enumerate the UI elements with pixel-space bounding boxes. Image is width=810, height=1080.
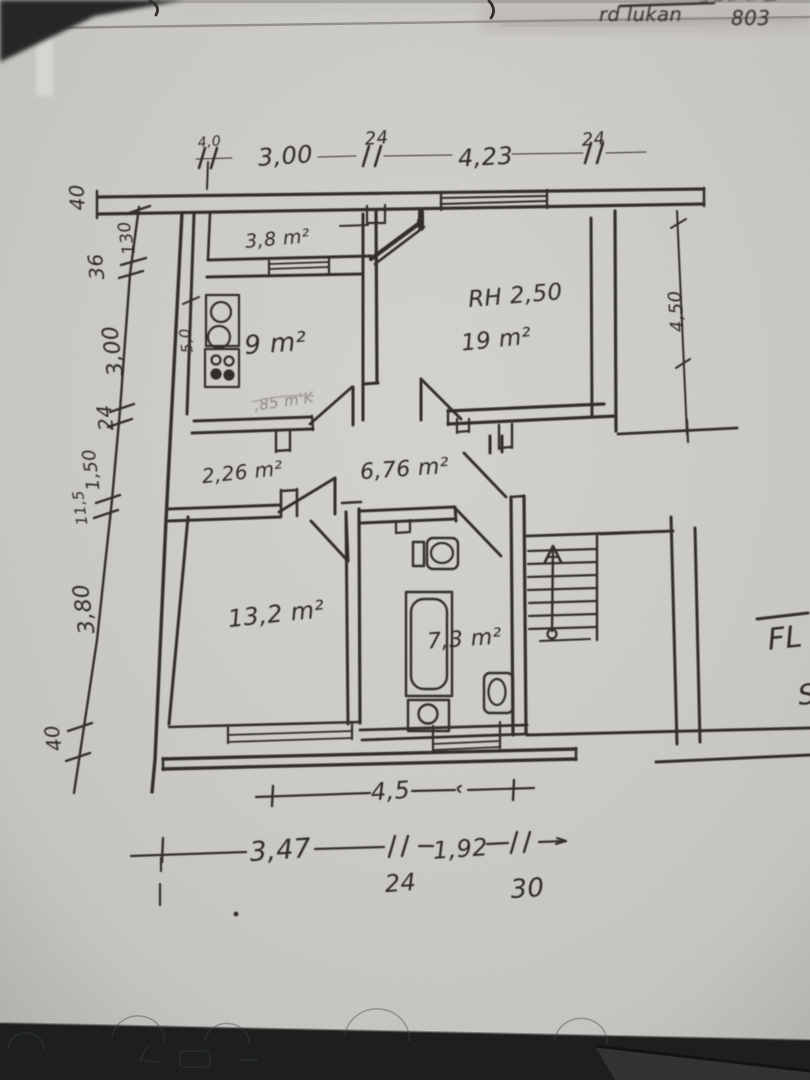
dim-label: 24 — [364, 127, 389, 150]
dim-chain-right — [670, 210, 691, 435]
wall-living-south — [419, 377, 618, 451]
sink-bowl-icon — [209, 300, 233, 324]
table-surface-bottom — [0, 1008, 810, 1080]
dim-label: 40 — [39, 723, 67, 753]
keyboard-embossing — [7, 1008, 608, 1068]
bathtub-inner — [409, 597, 449, 691]
kitchen-sink-unit — [204, 293, 241, 348]
kitchen-fixtures — [203, 293, 241, 389]
room-label-kitchen: 9 m² — [243, 327, 307, 361]
photo-top-edge — [160, 0, 810, 3]
wall-living-east — [589, 209, 618, 433]
stairs-direction-arrow — [543, 544, 563, 640]
wall-kitchen-south — [190, 385, 355, 435]
table-edge — [595, 1046, 810, 1080]
dim-label: 3,00 — [257, 140, 314, 172]
window-storage — [267, 257, 331, 278]
toilet — [482, 671, 515, 715]
dim-label: 1,92 — [432, 833, 489, 865]
dim-label: 40 — [64, 184, 89, 211]
room-label-bathroom: 7,3 m² — [426, 624, 502, 654]
washing-machine — [406, 698, 451, 733]
pencil-scribble: ,85 m'K — [251, 388, 316, 415]
plan-labels: 4,0 3,00 24 4,23 24 40 130 36 3,00 24 1,… — [39, 127, 810, 905]
toilet-bowl — [487, 677, 507, 707]
pen-marks — [148, 0, 495, 20]
washbasin-bowl — [429, 541, 455, 565]
sheet-number: 803 — [731, 6, 770, 30]
door-bathroom — [454, 507, 503, 558]
dim-label: 36 — [83, 252, 109, 280]
door-corridor — [462, 451, 508, 499]
bathroom-fixtures — [404, 536, 515, 733]
burner-icon — [210, 354, 222, 366]
dim-label: 4,50 — [665, 290, 689, 333]
wall-west — [150, 211, 196, 794]
washbasin — [425, 536, 460, 571]
dim-label: 30 — [509, 873, 545, 905]
room-label-partial: S — [796, 677, 810, 712]
flue-symbol — [368, 209, 426, 266]
room-bathroom — [358, 505, 529, 753]
staircase — [525, 529, 675, 642]
room-storage — [205, 212, 373, 279]
window-bedroom — [167, 720, 362, 745]
dim-chain-left — [64, 204, 152, 795]
wall-kitchen-living — [361, 209, 426, 422]
washing-machine-drum — [417, 703, 439, 725]
wall-south — [161, 746, 578, 772]
dim-label: 4,0 — [197, 133, 222, 151]
door-jamb — [279, 487, 299, 519]
burner-icon — [223, 355, 235, 367]
burner-icon — [223, 369, 235, 381]
dim-chain-bottom — [129, 830, 568, 917]
dim-label: 24 — [581, 128, 606, 151]
wall-bedroom-east — [340, 500, 363, 726]
door-jamb — [394, 518, 412, 535]
dim-label: 24 — [92, 403, 119, 432]
room-label-landing: FL — [766, 619, 804, 657]
door-jamb — [274, 429, 292, 454]
dim-label: 11,5 — [69, 489, 92, 526]
room-closet — [274, 429, 337, 516]
kitchen-stove — [203, 347, 241, 389]
shelf — [411, 540, 426, 568]
sheet-header: rd lukan 803 — [599, 0, 777, 30]
dim-label: 1,50 — [79, 448, 105, 492]
door-living — [419, 377, 463, 422]
dim-chain-bottom-inner — [254, 778, 536, 808]
door-jamb — [455, 417, 471, 435]
fl-overline — [755, 611, 810, 621]
bathtub — [404, 590, 454, 698]
burner-icon — [210, 368, 222, 380]
tick — [182, 296, 200, 305]
sheet-owner-name: rd lukan — [599, 3, 682, 26]
window-living-north — [439, 188, 549, 212]
room-label-hall: 6,76 m² — [359, 454, 450, 485]
plan-linework — [64, 141, 810, 917]
dim-label: 4,23 — [457, 142, 513, 173]
door-closet — [277, 476, 337, 516]
door-kitchen — [308, 385, 355, 427]
dim-chain-top — [195, 141, 647, 190]
wall-note: 5,0 — [176, 327, 197, 354]
dim-label: 4,5 — [370, 776, 411, 807]
table-surface-top-left — [0, 0, 185, 62]
dim-label: 3,47 — [249, 833, 313, 868]
dim-label: 3,00 — [98, 324, 129, 377]
dim-label: 24 — [384, 868, 417, 898]
